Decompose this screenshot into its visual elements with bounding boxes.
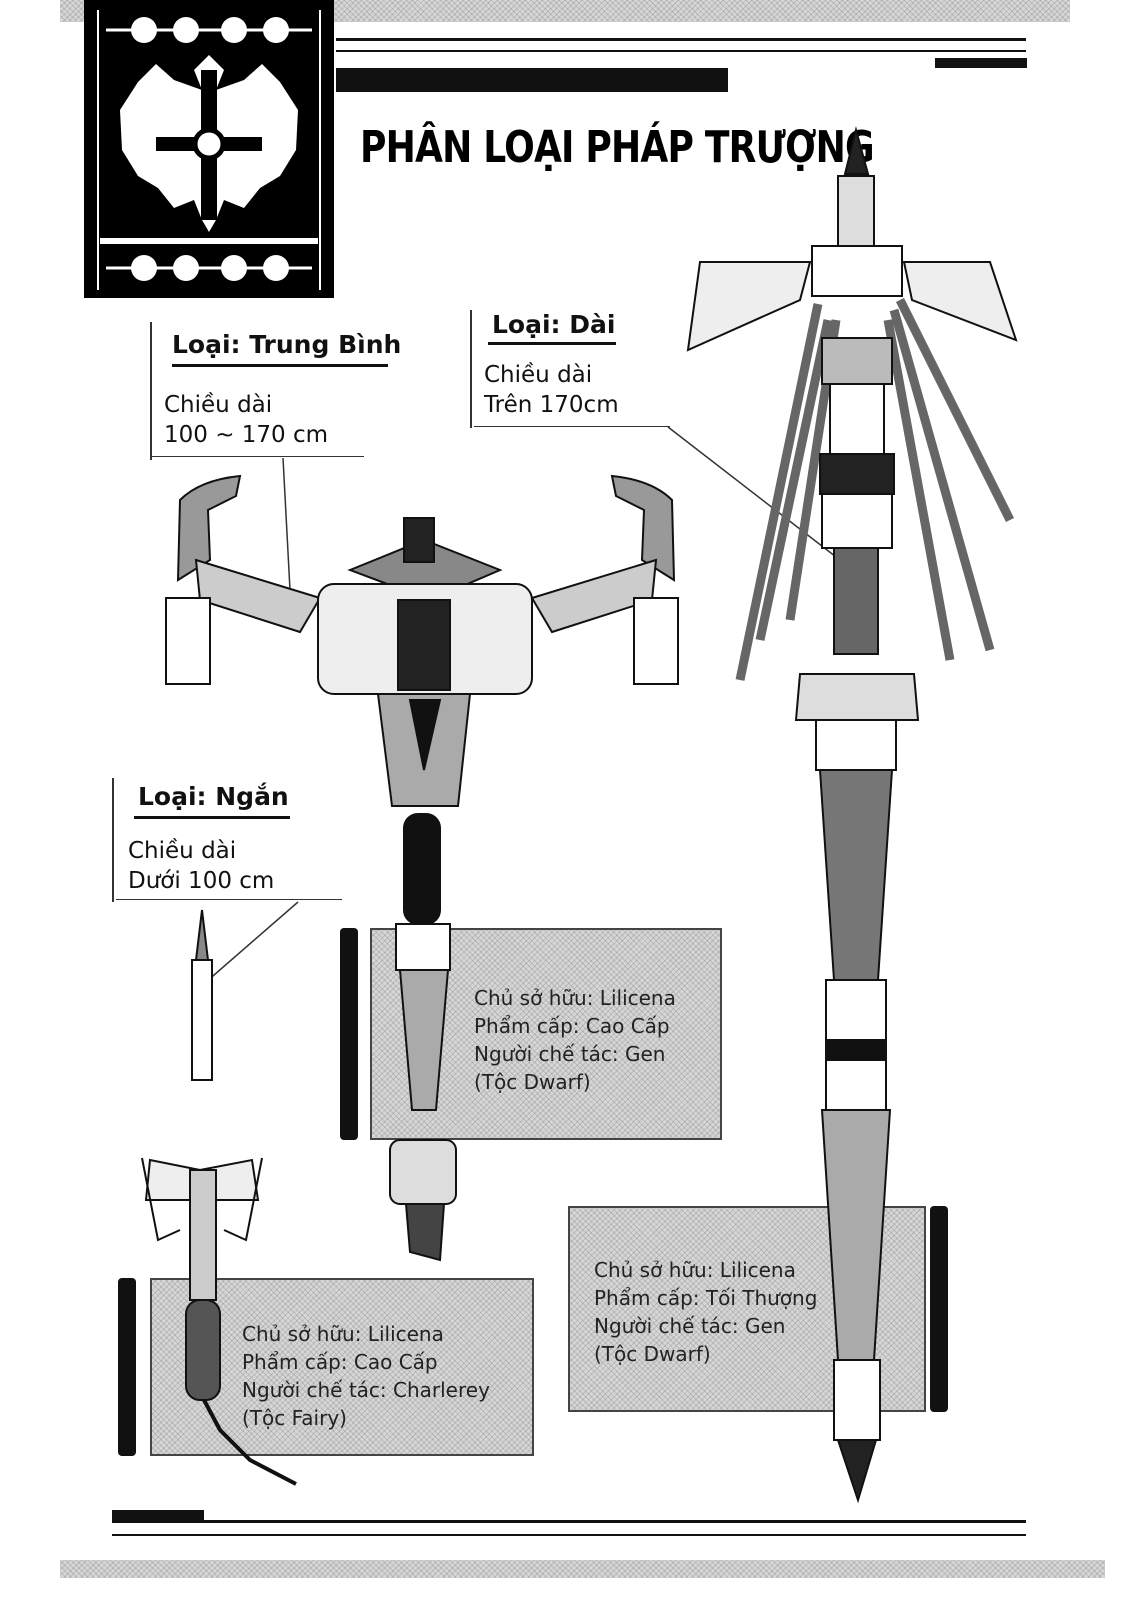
pointer-line-short (205, 901, 299, 983)
pointer-line-medium (282, 457, 291, 591)
category-medium: Loại: Trung Bình Chiều dài 100 ~ 170 cm (150, 322, 401, 460)
grade-text: Phẩm cấp: Cao Cấp (242, 1350, 438, 1374)
scroll-cap-icon (118, 1278, 136, 1456)
info-scroll-short: Chủ sở hữu: Lilicena Phẩm cấp: Cao Cấp N… (118, 1278, 534, 1456)
category-length-value: Dưới 100 cm (128, 868, 275, 894)
scroll-text-block: Chủ sở hữu: Lilicena Phẩm cấp: Cao Cấp N… (242, 1320, 490, 1432)
maker-text: Người chế tác: Gen (594, 1314, 786, 1338)
top-rule-thick (336, 68, 728, 92)
category-baseline (474, 426, 670, 427)
owner-text: Chủ sở hữu: Lilicena (594, 1258, 796, 1282)
race-text: (Tộc Fairy) (242, 1406, 347, 1430)
category-underline (134, 816, 290, 819)
info-scroll-medium: Chủ sở hữu: Lilicena Phẩm cấp: Cao Cấp N… (340, 928, 722, 1140)
bottom-rule-thin (112, 1520, 1026, 1523)
owner-text: Chủ sở hữu: Lilicena (242, 1322, 444, 1346)
scroll-text-block: Chủ sở hữu: Lilicena Phẩm cấp: Cao Cấp N… (474, 984, 676, 1096)
category-bracket (150, 322, 152, 460)
category-baseline (150, 456, 364, 457)
race-text: (Tộc Dwarf) (474, 1070, 591, 1094)
scroll-text-block: Chủ sở hữu: Lilicena Phẩm cấp: Tối Thượn… (594, 1256, 817, 1368)
category-short: Loại: Ngắn Chiều dài Dưới 100 cm (112, 778, 352, 904)
scroll-cap-icon (340, 928, 358, 1140)
bottom-rule-thick (112, 1510, 204, 1520)
category-title: Loại: Trung Bình (172, 330, 402, 359)
grade-text: Phẩm cấp: Tối Thượng (594, 1286, 818, 1310)
bottom-border-strip (60, 1560, 1105, 1578)
category-long: Loại: Dài Chiều dài Trên 170cm (470, 310, 680, 430)
category-bracket (470, 310, 472, 428)
maker-text: Người chế tác: Charlerey (242, 1378, 490, 1402)
race-text: (Tộc Dwarf) (594, 1342, 711, 1366)
category-length-label: Chiều dài (128, 838, 237, 864)
category-title: Loại: Ngắn (138, 782, 289, 811)
bottom-rule-thin-2 (112, 1534, 1026, 1536)
category-underline (488, 342, 616, 345)
category-underline (172, 364, 388, 367)
category-length-label: Chiều dài (164, 392, 273, 418)
category-length-label: Chiều dài (484, 362, 593, 388)
owner-text: Chủ sở hữu: Lilicena (474, 986, 676, 1010)
category-title: Loại: Dài (492, 310, 616, 339)
info-scroll-long: Chủ sở hữu: Lilicena Phẩm cấp: Tối Thượn… (568, 1206, 960, 1412)
emblem-panel (84, 0, 334, 298)
page-title: PHÂN LOẠI PHÁP TRƯỢNG (360, 122, 875, 173)
top-rule-thin (336, 38, 1026, 41)
ornament-icon (97, 10, 321, 290)
top-rule-thin-2 (336, 50, 1026, 52)
pointer-line-long (667, 426, 841, 561)
maker-text: Người chế tác: Gen (474, 1042, 666, 1066)
grade-text: Phẩm cấp: Cao Cấp (474, 1014, 670, 1038)
category-length-value: 100 ~ 170 cm (164, 422, 329, 448)
category-bracket (112, 778, 114, 902)
scroll-cap-icon (930, 1206, 948, 1412)
category-baseline (116, 899, 342, 900)
top-rule-accent (935, 58, 1027, 68)
category-length-value: Trên 170cm (484, 392, 619, 418)
